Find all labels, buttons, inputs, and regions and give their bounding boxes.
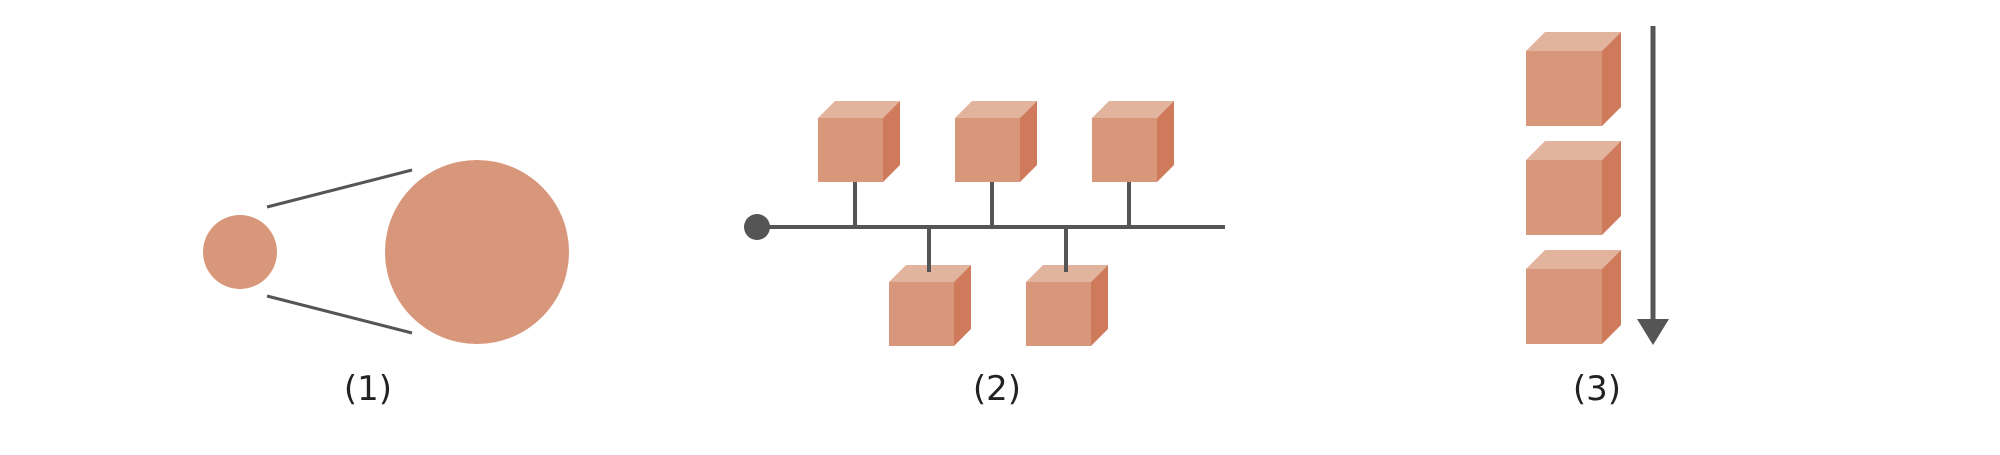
bus-start-dot: [744, 214, 770, 240]
cube-top-1: [818, 101, 900, 182]
down-arrow-head: [1637, 319, 1669, 345]
large-circle: [385, 160, 569, 344]
stack-cube-1: [1526, 32, 1621, 126]
cube-top-3: [1092, 101, 1174, 182]
small-circle: [203, 215, 277, 289]
caption-3: (3): [1573, 369, 1621, 409]
stack-cube-3: [1526, 250, 1621, 344]
cube-bottom-2: [1026, 265, 1108, 346]
cube-bottom-1: [889, 265, 971, 346]
stack-cube-2: [1526, 141, 1621, 235]
panel-2: (2): [744, 101, 1225, 409]
cube-top-2: [955, 101, 1037, 182]
panel-3: (3): [1526, 26, 1669, 409]
lower-connector-line: [266, 294, 413, 335]
caption-1: (1): [344, 369, 392, 409]
upper-connector-line: [266, 168, 413, 209]
panel-1: (1): [203, 160, 569, 409]
caption-2: (2): [973, 369, 1021, 409]
